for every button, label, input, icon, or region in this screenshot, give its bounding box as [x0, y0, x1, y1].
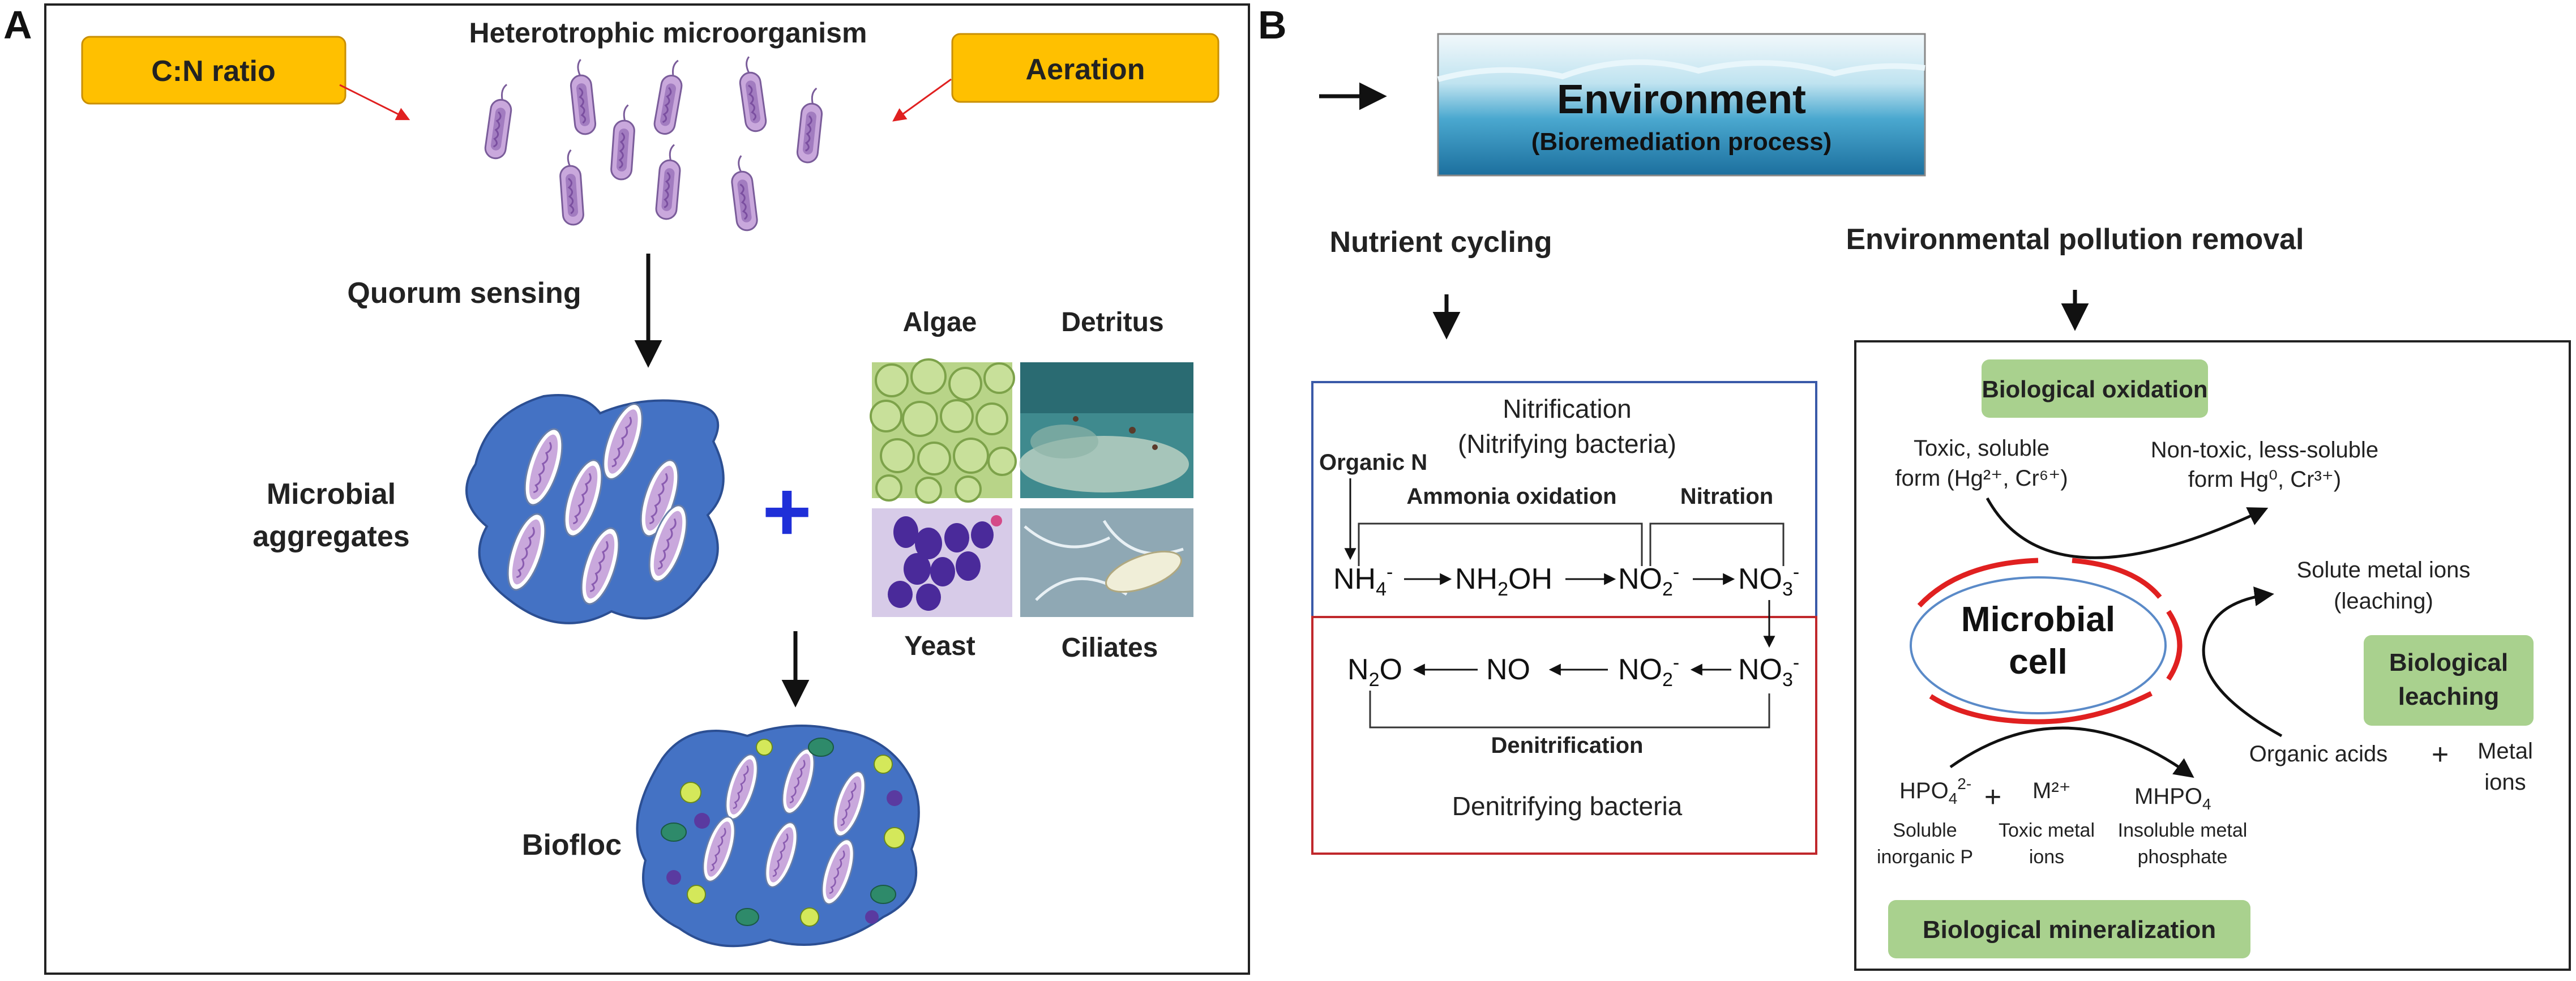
organic-n-label: Organic N — [1319, 450, 1427, 475]
mineralization-curve-arrow — [1949, 726, 2194, 778]
bio-ox-box — [1982, 359, 2208, 418]
biofloc-label: Biofloc — [522, 829, 622, 862]
panel-a: A Heterotrophic microorganism C:N ratio … — [3, 3, 1250, 975]
denitrification-box — [1311, 616, 1817, 855]
m2-species: M²⁺ — [2032, 778, 2071, 803]
nutrient-cycling-label: Nutrient cycling — [1330, 226, 1552, 259]
aggregates-label-1: Microbial — [267, 478, 396, 511]
bio-leach-l2: leaching — [2398, 683, 2500, 710]
nitration-bracket — [1649, 522, 1785, 566]
toxic-metal-l1: Toxic metal — [1999, 820, 2095, 841]
panel-a-frame — [44, 3, 1250, 975]
cell-label-2: cell — [2009, 642, 2067, 682]
heterotrophic-title: Heterotrophic microorganism — [469, 17, 867, 49]
panel-a-letter: A — [3, 3, 32, 47]
yeast-label: Yeast — [904, 631, 975, 661]
mineral-plus: + — [1984, 781, 2001, 813]
metal-ions-l2: ions — [2484, 770, 2526, 795]
nitrifying-bacteria: (Nitrifying bacteria) — [1458, 429, 1676, 459]
aeration-box — [951, 33, 1219, 103]
pollution-removal-label: Environmental pollution removal — [1846, 223, 2304, 256]
bio-min-label: Biological mineralization — [1923, 916, 2216, 944]
insoluble-l1: Insoluble metal — [2118, 820, 2248, 841]
nh4-species: NH4- — [1333, 562, 1393, 600]
yeast-image — [872, 508, 1012, 617]
oxidation-curve-arrow — [1986, 497, 2269, 559]
ammonia-bracket — [1358, 522, 1643, 566]
solute-metal-l2: (leaching) — [2334, 589, 2433, 614]
cn-ratio-arrow — [339, 84, 410, 121]
cn-ratio-box — [81, 36, 346, 105]
ciliates-image — [1020, 508, 1193, 617]
soluble-l1: Soluble — [1893, 820, 1957, 841]
nontoxic-form-l1: Non-toxic, less-soluble — [2151, 438, 2378, 462]
microbial-aggregate — [465, 394, 725, 624]
leaching-curve-arrow — [2202, 586, 2283, 738]
pollution-box — [1854, 340, 2571, 971]
denitrification-label: Denitrification — [1491, 733, 1644, 758]
cn-ratio-label: C:N ratio — [151, 55, 276, 88]
plus-sign: + — [762, 464, 812, 559]
n2o-species: N2O — [1347, 653, 1402, 691]
denitrification-bracket — [1369, 691, 1770, 729]
toxic-form-l1: Toxic, soluble — [1914, 436, 2049, 461]
no-species: NO — [1486, 653, 1530, 686]
ciliates-label: Ciliates — [1062, 633, 1158, 663]
bacteria-cluster — [483, 54, 825, 233]
environment-banner — [1437, 33, 1926, 177]
detritus-label: Detritus — [1061, 307, 1163, 337]
bio-min-box — [1888, 900, 2250, 958]
nontoxic-form-l2: form Hg⁰, Cr³⁺) — [2188, 467, 2341, 492]
metal-ions-l1: Metal — [2477, 739, 2533, 764]
bio-ox-label: Biological oxidation — [1982, 376, 2207, 402]
aeration-label: Aeration — [1026, 53, 1145, 86]
no2-denit-species: NO2- — [1618, 652, 1679, 691]
acids-plus: + — [2432, 738, 2449, 771]
ammonia-oxidation-label: Ammonia oxidation — [1406, 484, 1616, 509]
mhpo4-species: MHPO4 — [2134, 784, 2211, 813]
nitrification-title: Nitrification — [1503, 394, 1632, 423]
organic-acids-label: Organic acids — [2249, 742, 2388, 766]
toxic-form-l2: form (Hg²⁺, Cr⁶⁺) — [1895, 466, 2068, 491]
hpo4-species: HPO42- — [1899, 775, 1971, 807]
aggregates-label-2: aggregates — [253, 520, 409, 553]
denitrifying-bacteria: Denitrifying bacteria — [1452, 791, 1683, 821]
bio-leach-box — [2364, 635, 2534, 726]
nh2oh-species: NH2OH — [1455, 563, 1552, 600]
toxic-metal-l2: ions — [2029, 846, 2064, 868]
environment-title: Environment — [1557, 77, 1806, 122]
algae-image — [870, 358, 1017, 504]
no2-species: NO2- — [1618, 562, 1679, 600]
quorum-sensing-label: Quorum sensing — [347, 277, 581, 310]
biofloc-cluster — [636, 725, 920, 948]
environment-subtitle: (Bioremediation process) — [1531, 128, 1832, 156]
microbial-cell — [1910, 558, 2183, 725]
no3-species: NO3- — [1738, 562, 1799, 600]
algae-label: Algae — [903, 307, 977, 337]
solute-metal-l1: Solute metal ions — [2297, 558, 2471, 582]
panel-b-letter: B — [1258, 3, 1287, 47]
cell-label-1: Microbial — [1961, 600, 2115, 639]
bio-leach-l1: Biological — [2389, 649, 2508, 676]
soluble-l2: inorganic P — [1877, 846, 1973, 868]
no3-denit-species: NO3- — [1738, 652, 1799, 691]
panel-b: B Environment (Bioremediation process) N… — [1258, 3, 2571, 971]
aeration-arrow — [892, 78, 952, 122]
detritus-image — [1019, 362, 1193, 498]
nitration-label: Nitration — [1680, 484, 1773, 509]
insoluble-l2: phosphate — [2138, 846, 2228, 868]
